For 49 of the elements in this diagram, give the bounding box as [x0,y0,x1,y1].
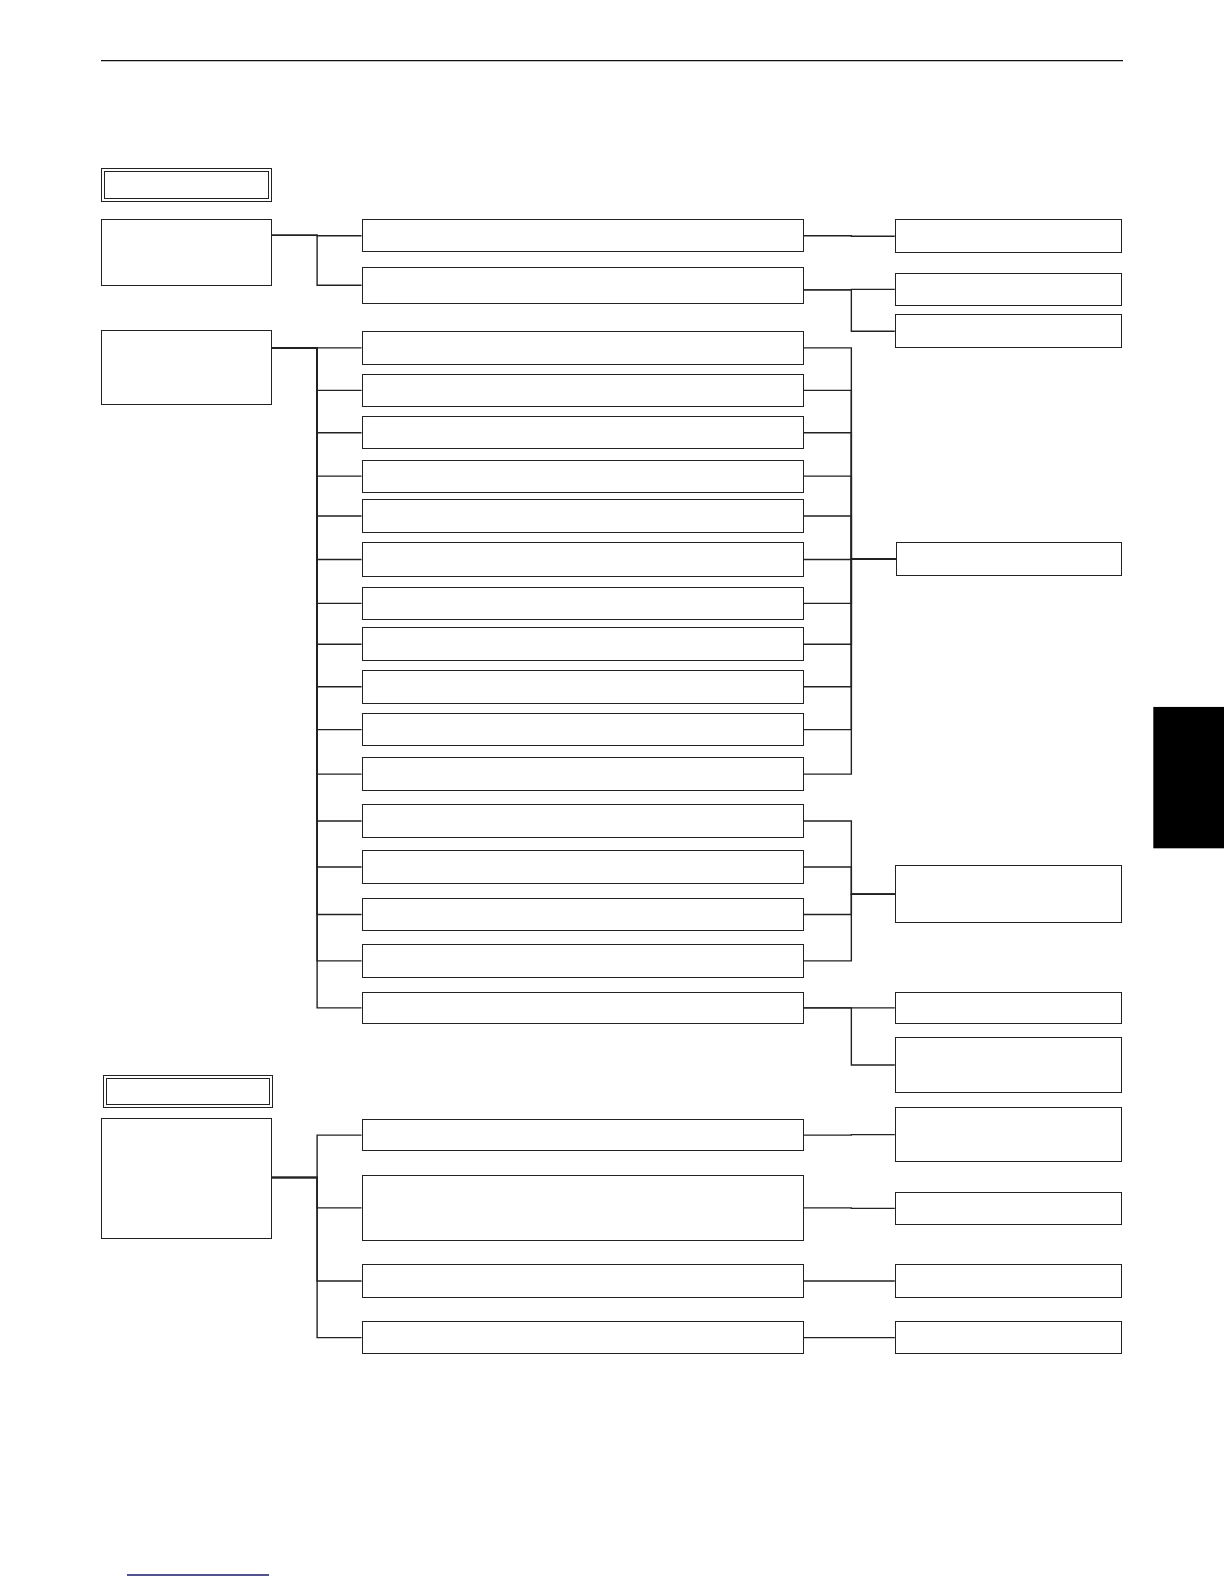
result-box [894,991,1122,1025]
item-box [361,1118,804,1152]
item-box [361,850,804,884]
item-box [361,757,804,791]
connector-line [803,1007,896,1066]
item-box [361,542,804,577]
result-box [894,865,1122,924]
result-box [894,1264,1122,1298]
category-box [101,330,272,405]
item-box [361,1174,804,1242]
section-header-box [103,1074,273,1108]
item-box [361,219,804,253]
result-box [895,542,1122,576]
item-box [361,897,804,932]
result-box [894,1320,1122,1355]
result-box [894,1037,1122,1093]
item-box [361,586,804,621]
connector-line [270,1176,363,1339]
item-box [361,713,804,747]
connector-line [803,1280,896,1282]
item-box [361,669,804,704]
item-box [361,498,804,534]
category-box [101,219,272,286]
item-box [361,1264,804,1298]
item-box [361,627,804,662]
item-box [361,459,804,493]
result-box [894,272,1122,306]
connector-line [803,235,896,237]
connector-line [803,1336,896,1339]
result-box [894,219,1122,254]
item-box [361,803,804,839]
result-box [894,1106,1122,1163]
item-box [361,944,804,978]
connector-line [803,893,896,962]
connector-line [270,234,363,286]
result-box [894,1191,1122,1225]
connector-line [803,1207,896,1210]
item-box [361,331,804,365]
category-box [101,1117,272,1240]
item-box [361,266,804,304]
connector-line [803,289,896,332]
result-box [894,314,1122,349]
item-box [361,373,804,407]
connector-line [803,558,897,775]
item-box [361,1320,804,1355]
item-box [361,991,804,1025]
item-box [361,416,804,450]
connector-line [803,1133,896,1136]
section-header-box [101,167,272,202]
